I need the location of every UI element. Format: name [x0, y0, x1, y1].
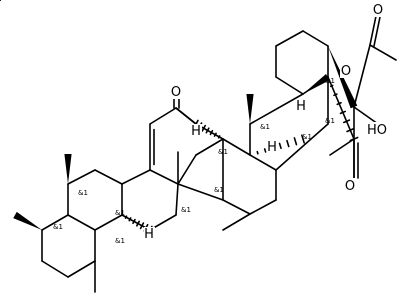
bond-L-M	[249, 199, 277, 215]
stereo-tag-c9: &1	[218, 148, 228, 156]
wedge-bond-I-AM	[246, 94, 254, 124]
bond-AT-AU	[369, 44, 397, 61]
acetyl-carbonyl-oxygen: O	[373, 3, 383, 18]
hashed-bond-E-AO	[349, 136, 359, 142]
hashed-bond-O-Q	[209, 129, 214, 136]
bond-AQ-AR	[353, 106, 379, 125]
hashed-bond-X-AD	[124, 215, 128, 219]
hashed-bond-X-AD	[128, 217, 132, 222]
acid-hydroxyl: HO	[367, 123, 387, 138]
bond-acetyl-c-o-1	[369, 15, 377, 46]
hashed-bond-E-AO	[336, 101, 342, 106]
bond-C-D	[275, 76, 304, 95]
bond-R-S	[149, 107, 177, 125]
stereo-tag-c4: &1	[325, 117, 335, 125]
hashed-bond-E-AO	[329, 84, 334, 88]
hashed-bond-O-Q	[205, 127, 210, 134]
h-label-c9: H	[191, 124, 201, 139]
bond-O-J	[222, 138, 251, 156]
stereo-tag-c20: &1	[53, 223, 63, 231]
bond-acetyl-c-o-2	[373, 16, 381, 47]
bond-J-K	[249, 154, 277, 171]
stereo-tag-c10: &1	[260, 123, 270, 131]
stereo-tag-c19: &1	[78, 189, 88, 197]
hashed-bond-J-H	[278, 142, 282, 150]
hashed-bond-O-Q	[217, 135, 221, 139]
bond-AB-AA	[67, 169, 96, 185]
stereo-tag-c3: &1	[325, 77, 335, 85]
bond-A-F	[302, 30, 329, 47]
ester-oxygen: O	[341, 64, 351, 79]
bond-U-N	[177, 183, 224, 201]
stereo-tag-c17: &1	[115, 237, 125, 245]
hashed-bond-J-H	[293, 137, 298, 146]
stereo-tag-c18: &1	[115, 209, 125, 217]
hashed-bond-J-H	[301, 134, 305, 144]
hashed-bond-X-AD	[132, 218, 136, 225]
h-label-c3: H	[296, 99, 306, 114]
h-label-c18: H	[144, 227, 154, 242]
bond-W-AB	[94, 169, 123, 185]
hashed-bond-X-AD	[135, 220, 141, 227]
wedge-bond-AA-AK	[64, 154, 72, 184]
hashed-bond-E-AO	[346, 127, 355, 133]
stereo-tag-c14: &1	[181, 206, 191, 214]
bond-M-N	[222, 199, 251, 215]
hashed-bond-J-H	[256, 150, 259, 155]
bond-Y-X	[94, 214, 123, 231]
bond-AF-AG	[41, 260, 69, 278]
bond-R-Q	[175, 107, 197, 125]
bond-AE-AF	[67, 260, 96, 278]
bond-AH-Z	[41, 214, 69, 231]
hashed-bond-J-H	[263, 148, 267, 153]
bond-E-AO	[327, 76, 355, 140]
stereo-tag-c5: &1	[302, 133, 312, 141]
wedge-bond-AH-AI	[13, 211, 42, 230]
bond-AO-AP	[329, 138, 355, 156]
bond-D-I	[249, 93, 304, 125]
hashed-bond-J-H	[286, 139, 290, 148]
bond-A-B	[275, 30, 304, 47]
bond-M-AN	[222, 213, 251, 231]
hashed-bond-O-Q	[213, 132, 217, 137]
hashed-bond-E-AO	[339, 110, 347, 115]
hashed-bond-X-AD	[139, 222, 145, 230]
atom-labels: O O O O HO H H H H	[144, 2, 388, 242]
bond-Z-Y	[67, 214, 96, 231]
ketone-oxygen: O	[171, 85, 181, 100]
acid-carbonyl-oxygen: O	[345, 179, 355, 194]
stereo-tag-c8: &1	[214, 186, 224, 194]
bond-T-W	[121, 169, 151, 185]
bond-AC-U	[175, 183, 179, 216]
stereo-tags: &1 &1 &1 &1 &1 &1 &1 &1 &1 &1 &1	[53, 77, 335, 245]
wedge-bond-D-E	[303, 74, 331, 94]
hashed-bond-E-AO	[333, 93, 338, 97]
hashed-bond-O-Q	[201, 124, 206, 132]
bond-T-U	[149, 169, 179, 185]
hashed-bond-E-AO	[342, 119, 351, 124]
bond-AQ-AT	[353, 44, 371, 108]
bond-V-O	[195, 138, 224, 156]
bond-G-K	[275, 123, 329, 171]
h-label-c5: H	[267, 140, 277, 155]
bond-U-V	[177, 154, 197, 185]
